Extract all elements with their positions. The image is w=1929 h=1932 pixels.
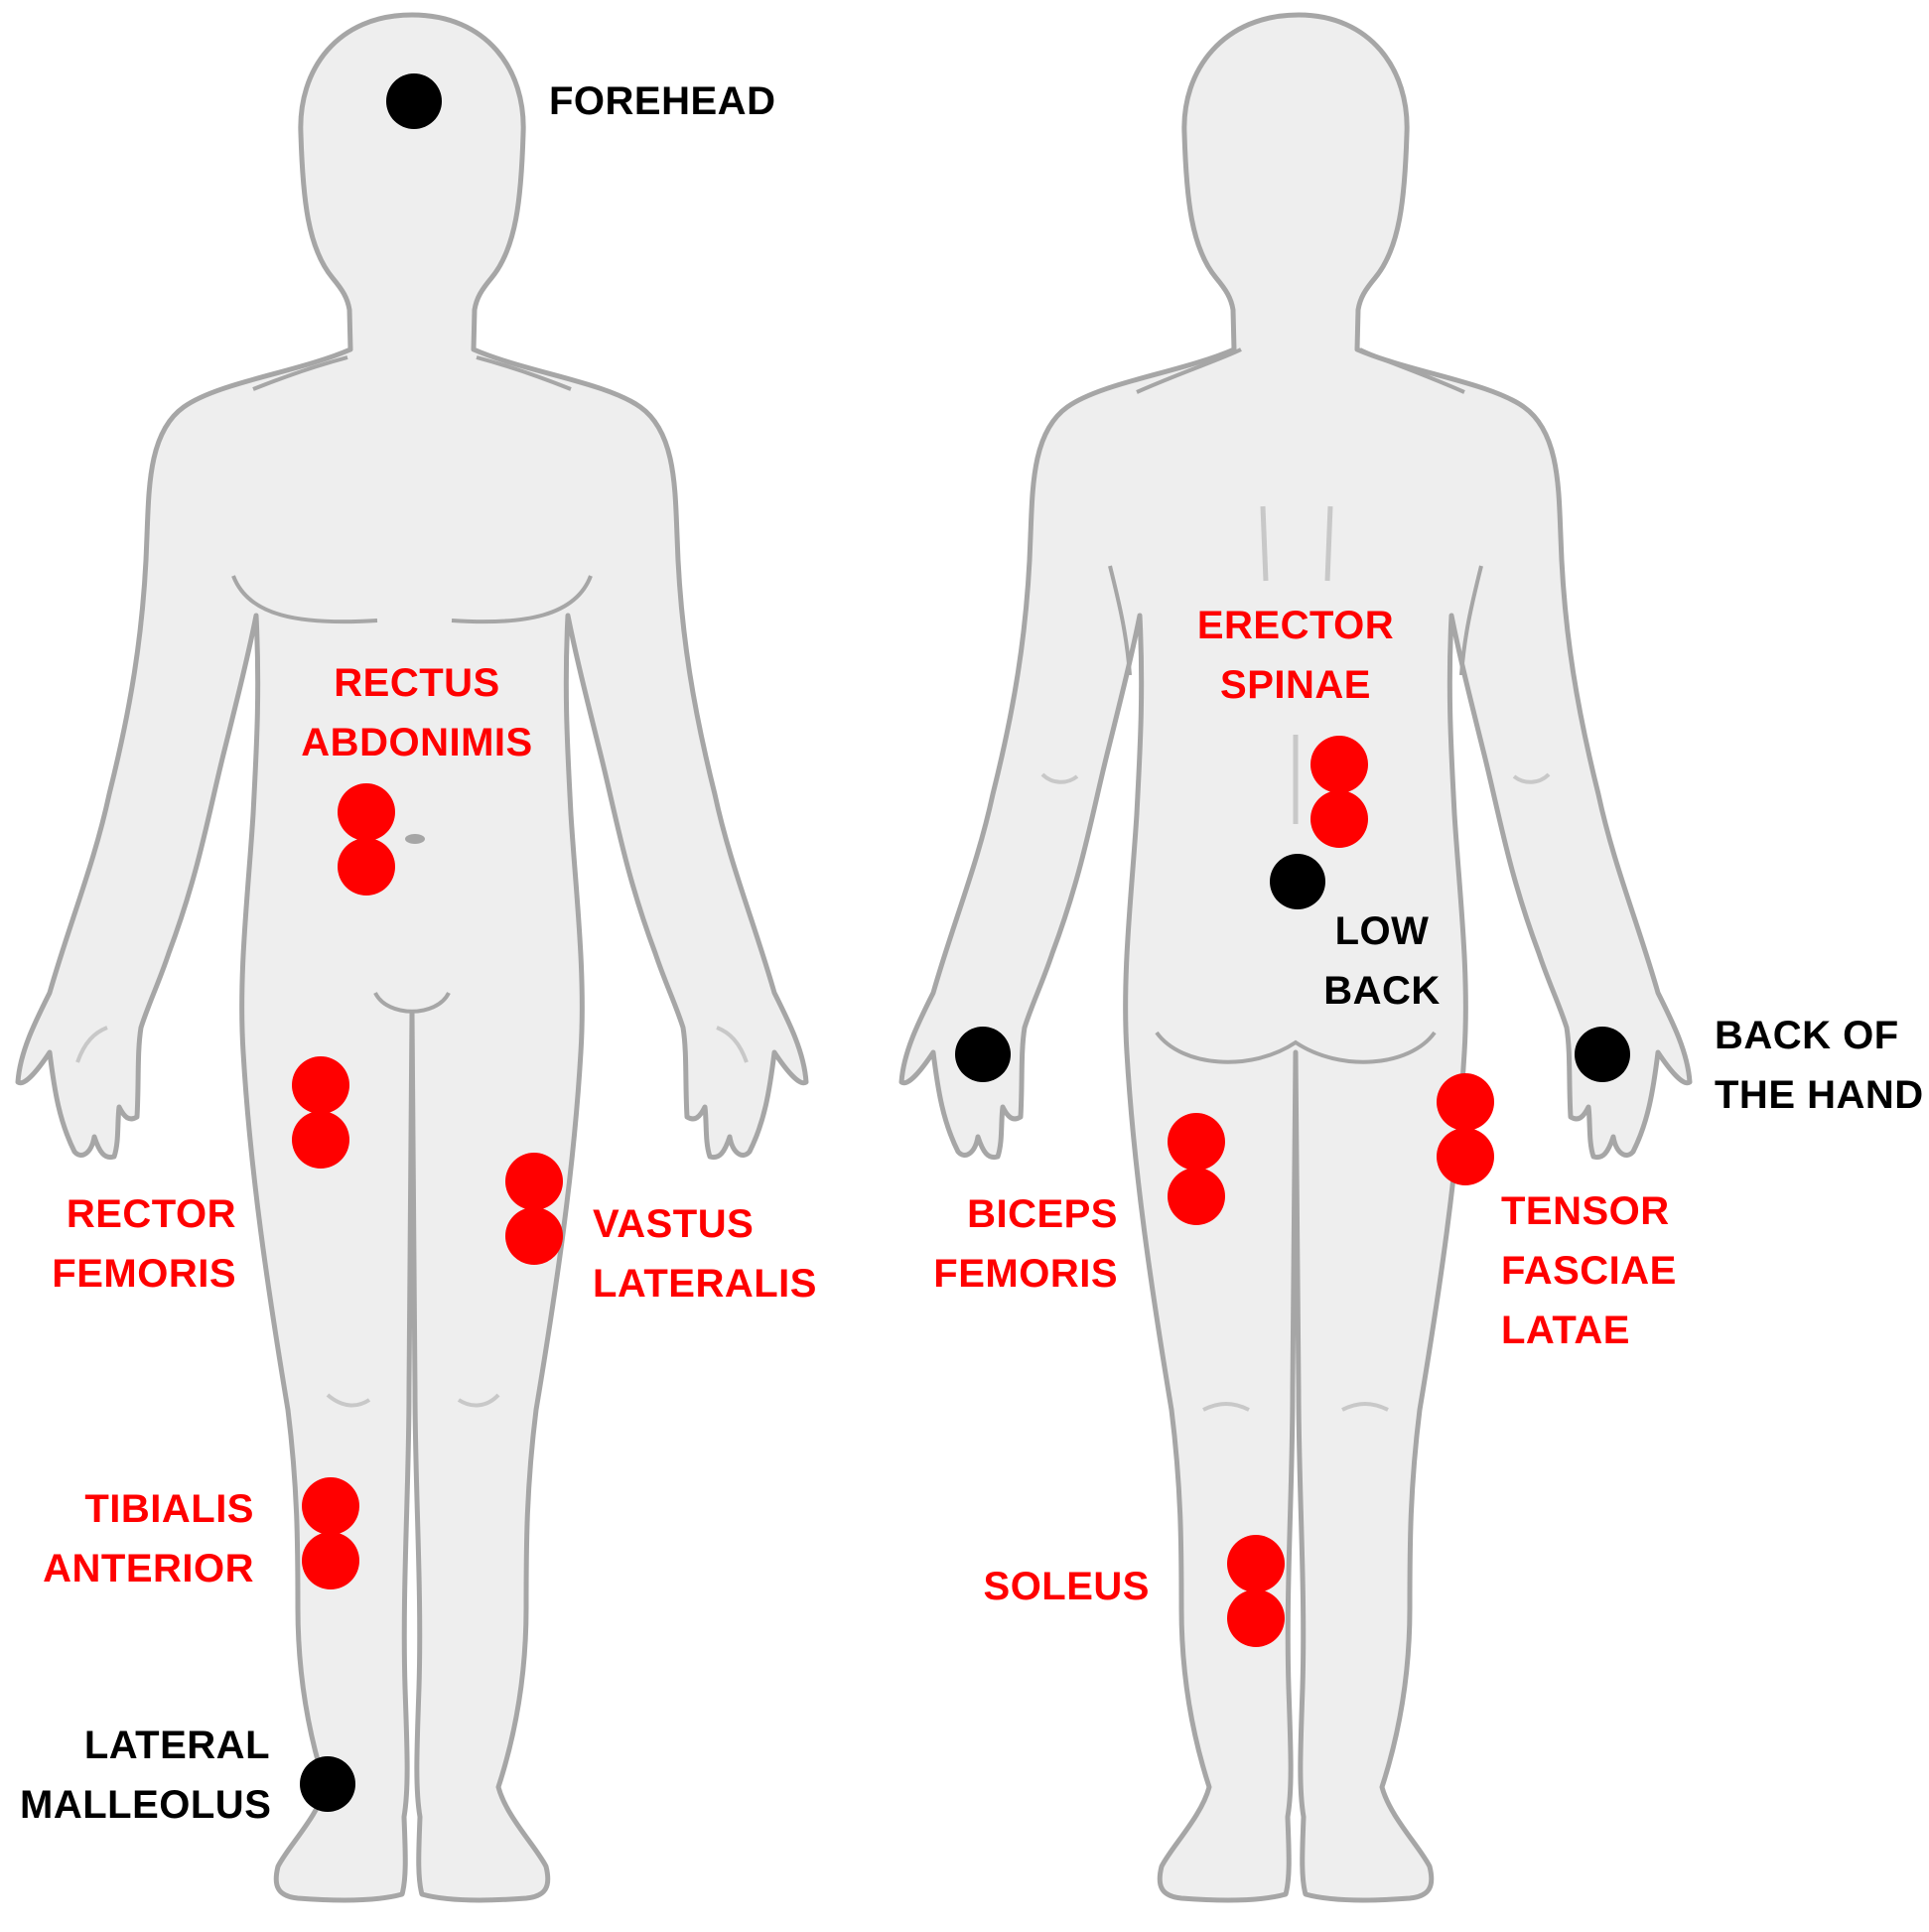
label-soleus: SOLEUS xyxy=(983,1565,1150,1608)
electrode-back-of-hand-left xyxy=(955,1027,1011,1082)
electrode xyxy=(505,1153,563,1210)
electrode xyxy=(1310,736,1368,793)
electrode-forehead xyxy=(386,73,442,129)
electrode xyxy=(292,1056,349,1114)
back-body-outline xyxy=(898,12,1693,1903)
electrode-pair-rectus-abdominis xyxy=(338,783,395,896)
electrode xyxy=(1227,1535,1285,1592)
muscle-electrodes xyxy=(292,736,1494,1647)
electrode-pair-tibialis-anterior xyxy=(302,1477,359,1589)
back-body-figure xyxy=(898,12,1693,1903)
electrode xyxy=(1168,1168,1225,1225)
electrode xyxy=(338,783,395,841)
label-forehead: FOREHEAD xyxy=(549,79,776,123)
front-body-figure xyxy=(15,12,809,1903)
electrode xyxy=(1227,1589,1285,1647)
label-erector-spinae: ERECTOR SPINAE xyxy=(1196,604,1395,707)
label-rector-femoris: RECTOR FEMORIS xyxy=(52,1192,236,1296)
electrode xyxy=(1437,1128,1494,1185)
label-vastus-lateralis: VASTUS LATERALIS xyxy=(593,1202,817,1306)
label-back-of-hand: BACK OF THE HAND xyxy=(1715,1014,1924,1117)
electrode-pair-vastus-lateralis xyxy=(505,1153,563,1265)
electrode-lateral-malleolus xyxy=(300,1756,355,1812)
electrode xyxy=(1310,790,1368,848)
electrode xyxy=(302,1532,359,1589)
electrode xyxy=(302,1477,359,1535)
electrode-back-of-hand-right xyxy=(1575,1027,1630,1082)
navel xyxy=(405,834,425,844)
label-lateral-malleolus: LATERAL MALLEOLUS xyxy=(20,1724,272,1827)
electrode xyxy=(292,1111,349,1169)
front-body-outline xyxy=(15,12,809,1903)
electrode-pair-soleus xyxy=(1227,1535,1285,1647)
electrode xyxy=(1168,1113,1225,1171)
electrode xyxy=(1437,1073,1494,1131)
electrode xyxy=(338,838,395,896)
label-rectus-abdominis: RECTUS ABDONIMIS xyxy=(301,661,533,764)
electrode-pair-tensor-fasciae-latae xyxy=(1437,1073,1494,1185)
electrode-pair-biceps-femoris xyxy=(1168,1113,1225,1225)
label-low-back: LOW BACK xyxy=(1323,909,1441,1013)
label-tibialis-anterior: TIBIALIS ANTERIOR xyxy=(43,1487,254,1590)
electrode-pair-erector-spinae xyxy=(1310,736,1368,848)
electrode xyxy=(505,1207,563,1265)
electrode-pair-rector-femoris xyxy=(292,1056,349,1169)
label-biceps-femoris: BICEPS FEMORIS xyxy=(933,1192,1118,1296)
label-tensor-fasciae-latae: TENSOR FASCIAE LATAE xyxy=(1501,1189,1677,1352)
reference-electrodes xyxy=(300,73,1630,1812)
electrode-low-back xyxy=(1270,854,1325,909)
